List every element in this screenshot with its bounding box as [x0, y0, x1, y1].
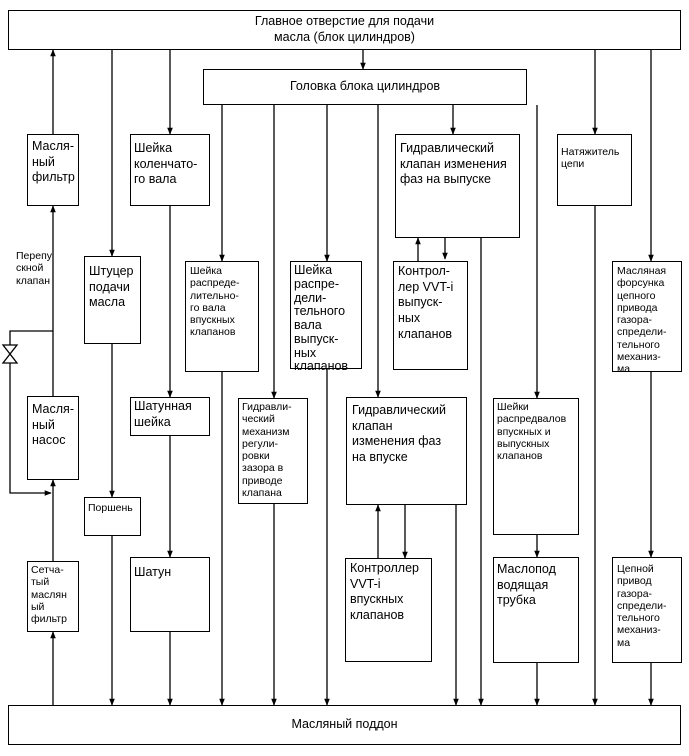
main-oil-gallery-box: [8, 10, 681, 50]
cylinder-head-label: Головка блока цилиндров: [289, 79, 441, 93]
cam-journals-both-box: [493, 398, 579, 535]
oil-filter-label: Масля- ный фильтр: [32, 139, 75, 185]
timing-chain-label: Цепной привод газора- спредели- тельного…: [617, 563, 667, 649]
exhaust-vvt-controller-box: [393, 261, 468, 370]
exhaust-ocv-box: [395, 134, 520, 238]
intake-cam-journal-box: [185, 261, 259, 372]
crank-journal-label: Шейка коленчато- го вала: [134, 141, 198, 187]
piston-label: Поршень: [88, 502, 133, 514]
conrod-label: Шатун: [134, 565, 172, 579]
exhaust-ocv-label: Гидравлический клапан изменения фаз на в…: [400, 141, 507, 187]
hydraulic-lash-adjuster-label: Гидравли- ческий механизм регули- ровки …: [242, 401, 292, 499]
main-oil-gallery-label: Главное отверстие для подачи масла (блок…: [254, 14, 435, 44]
exhaust-vvt-controller-label: Контрол- лер VVT-i выпуск- ных клапанов: [398, 264, 454, 341]
bypass-valve-symbol: [1, 344, 19, 364]
oil-pump-label: Масля- ный насос: [32, 402, 74, 448]
chain-tensioner-label: Натяжитель цепи: [561, 146, 620, 171]
oil-jet-fitting-box: [84, 256, 141, 344]
bypass-valve-label: Перепу скной клапан: [16, 250, 53, 287]
oil-delivery-pipe-box: [493, 557, 579, 663]
oil-delivery-pipe-label: Маслопод водящая трубка: [497, 562, 556, 608]
strainer-label: Сетча- тый маслян ый фильтр: [31, 564, 67, 626]
chain-tensioner-box: [557, 134, 632, 206]
cylinder-head-box: [203, 69, 527, 105]
chain-oil-jet-box: [612, 261, 682, 372]
bypass-top-line: [9, 330, 53, 345]
crank-pin-label: Шатунная шейка: [134, 399, 192, 429]
oil-jet-fitting-label: Штуцер подачи масла: [89, 264, 134, 310]
oil-pan-label: Масляный поддон: [291, 717, 398, 731]
piston-box: [84, 497, 141, 536]
chain-oil-jet-label: Масляная форсунка цепного привода газора…: [617, 265, 667, 376]
oil-pump-box: [27, 396, 79, 480]
intake-vvt-controller-box: [345, 558, 432, 662]
conrod-box: [130, 557, 210, 632]
oil-filter-box: [27, 134, 79, 206]
intake-ocv-label: Гидравлический клапан изменения фаз на в…: [352, 403, 447, 464]
hydraulic-lash-adjuster-box: [238, 398, 308, 504]
intake-ocv-box: [346, 397, 467, 505]
exhaust-cam-journal-box: [290, 261, 362, 369]
crank-journal-box: [130, 134, 210, 206]
bypass-bottom-line: [9, 363, 52, 496]
strainer-box: [27, 561, 79, 632]
exhaust-cam-journal-label: Шейка распре- дели- тельного вала выпуск…: [294, 263, 349, 374]
timing-chain-box: [612, 557, 682, 663]
intake-cam-journal-label: Шейка распреде- лительно- го вала впускн…: [190, 265, 240, 339]
oil-pan-box: [8, 705, 681, 745]
cam-journals-both-label: Шейки распредвалов впускных и выпускных …: [497, 401, 567, 463]
intake-vvt-controller-label: Контроллер VVT-i впускных клапанов: [350, 561, 419, 622]
crank-pin-box: [130, 397, 210, 436]
